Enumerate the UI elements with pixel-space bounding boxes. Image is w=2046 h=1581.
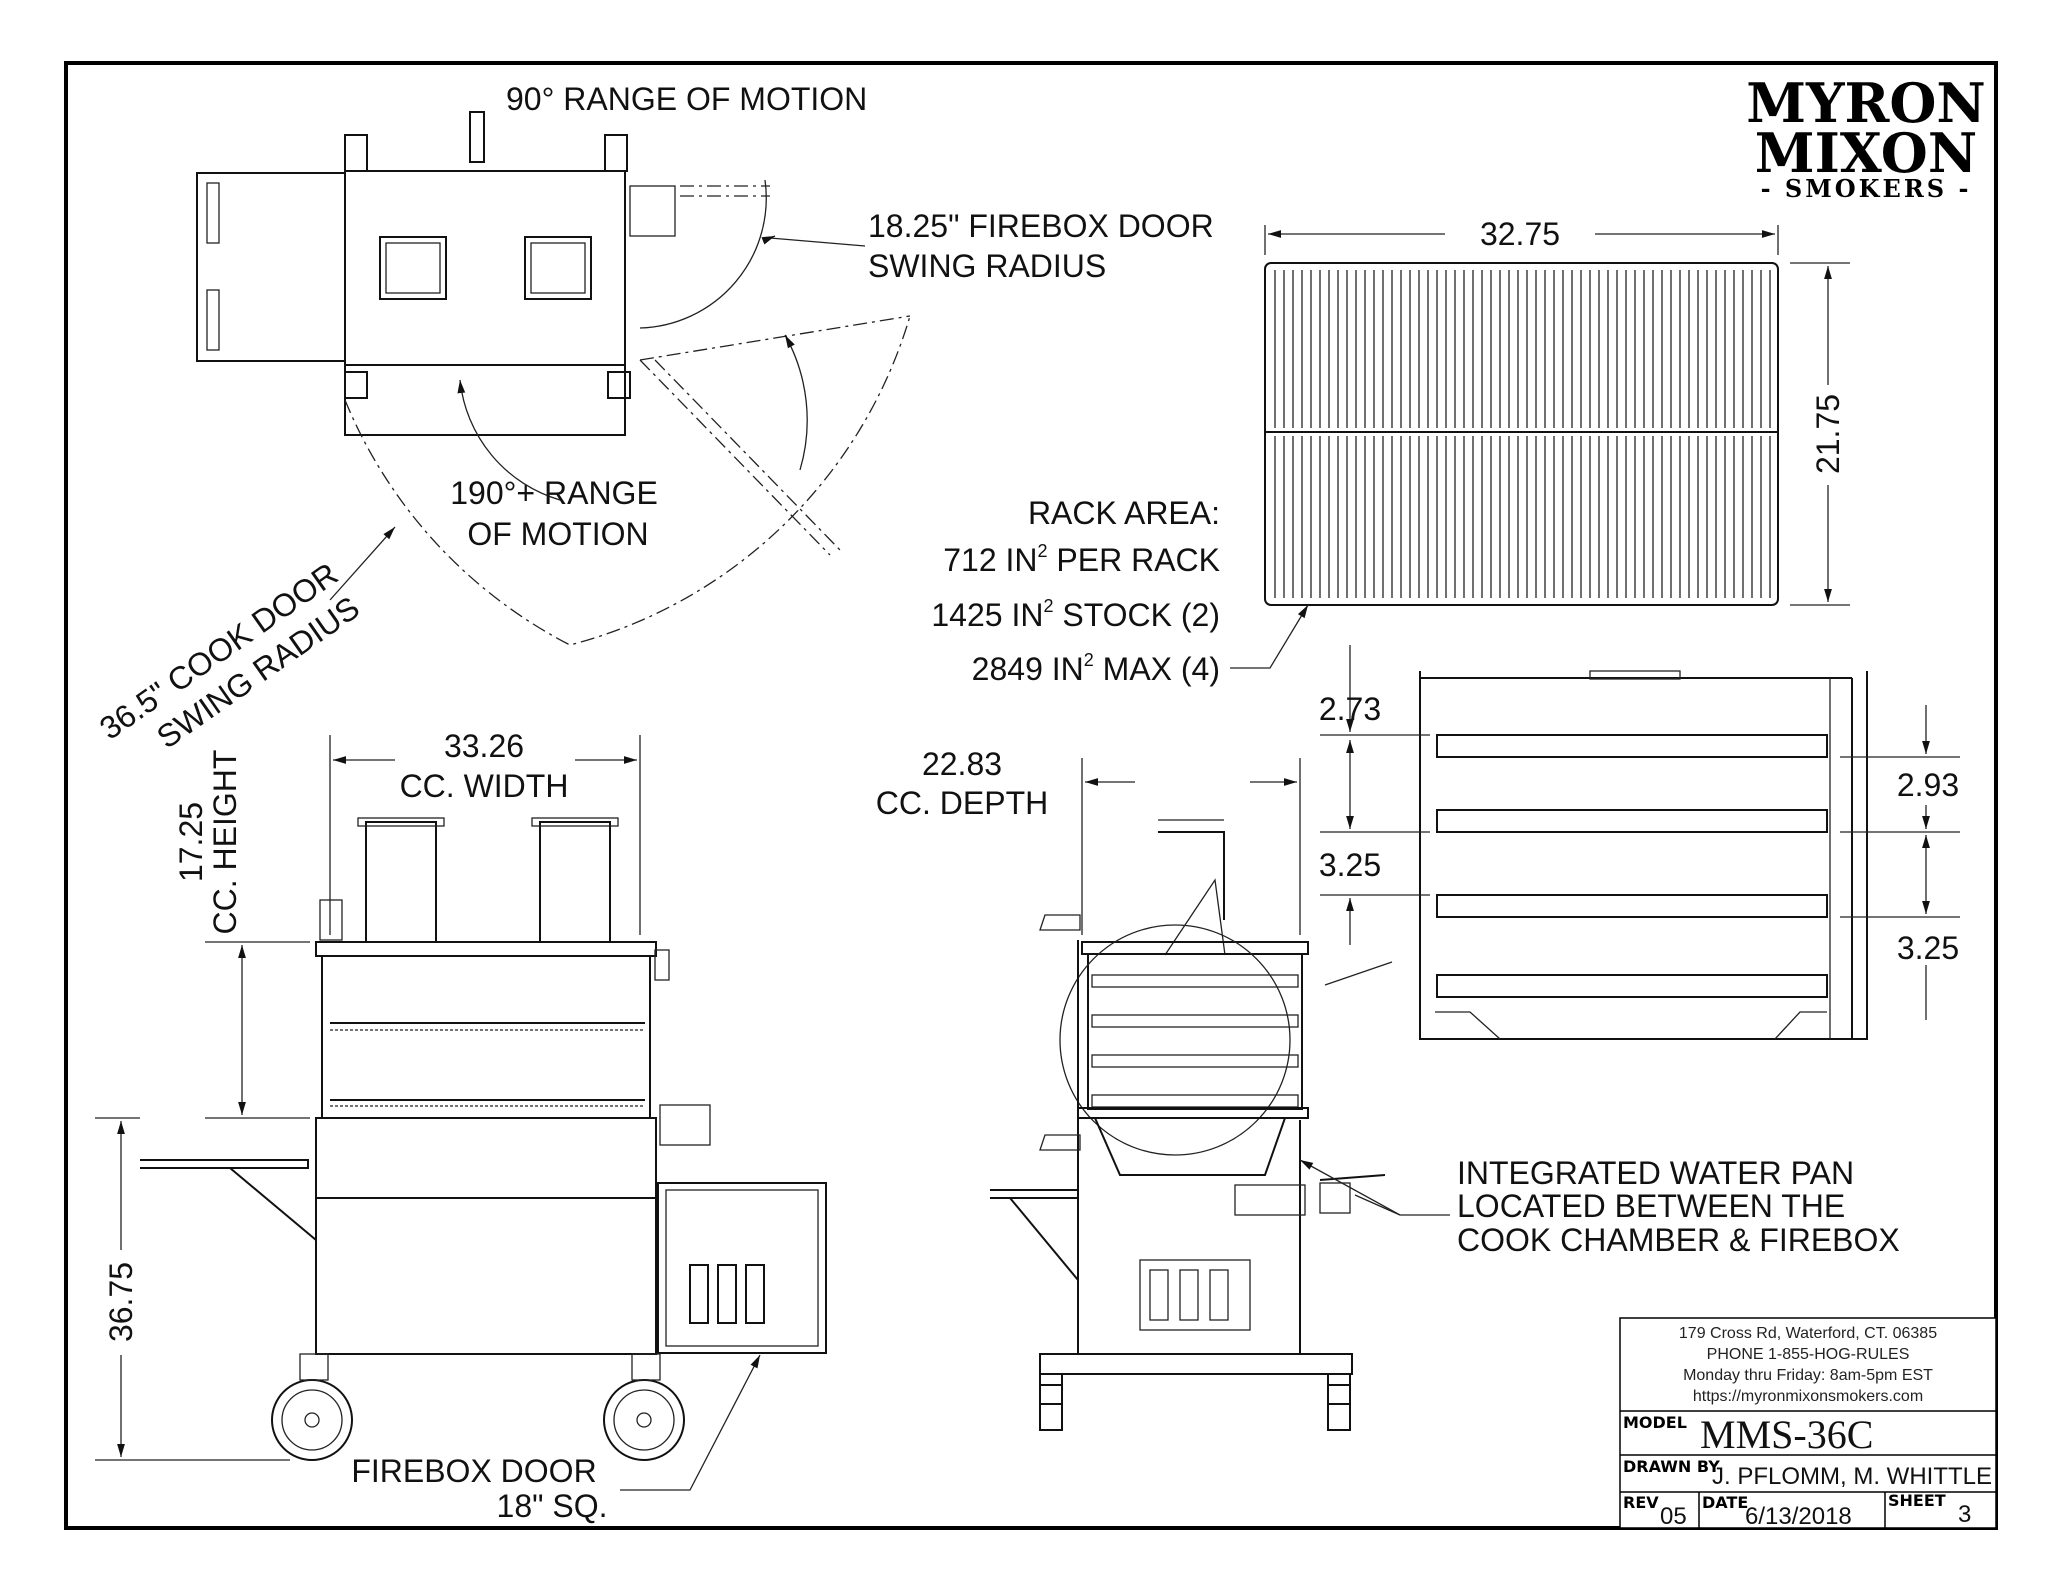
company-hours: Monday thru Friday: 8am-5pm EST <box>1683 1367 1933 1384</box>
rack-width-dimension: 32.75 <box>1480 216 1560 252</box>
firebox-door-label-2: 18" SQ. <box>497 1488 608 1524</box>
rack-spacing-left-2: 3.25 <box>1319 847 1381 883</box>
sheet-label: SHEET <box>1888 1491 1946 1510</box>
top-view-drawing <box>196 111 911 646</box>
rack-area-stock: 1425 IN2 STOCK (2) <box>931 596 1220 633</box>
rack-area-per-rack: 712 IN2 PER RACK <box>943 541 1220 578</box>
rack-spacing-detail <box>1320 645 1960 1040</box>
water-pan-label-3: COOK CHAMBER & FIREBOX <box>1457 1222 1900 1258</box>
cc-depth-label: CC. DEPTH <box>876 785 1048 821</box>
logo-line-2: MIXON <box>1755 121 1977 185</box>
cook-range-label-2: OF MOTION <box>467 516 648 552</box>
firebox-radius-label-2: SWING RADIUS <box>868 248 1106 284</box>
firebox-radius-label-1: 18.25" FIREBOX DOOR <box>868 208 1214 244</box>
rack-grid-drawing <box>1264 262 1779 606</box>
title-block: 179 Cross Rd, Waterford, CT. 06385 PHONE… <box>1619 1317 1997 1530</box>
rack-spacing-right-2: 3.25 <box>1897 930 1959 966</box>
drawn-by-label: DRAWN BY <box>1623 1457 1720 1476</box>
rack-depth-dimension: 21.75 <box>1810 394 1846 474</box>
rack-area-title: RACK AREA: <box>1028 495 1220 531</box>
logo-line-3: - SMOKERS - <box>1761 174 1972 203</box>
firebox-door-label-1: FIREBOX DOOR <box>351 1453 596 1489</box>
rev-value: 05 <box>1660 1503 1687 1530</box>
date-label: DATE <box>1702 1493 1748 1512</box>
cc-width-value: 33.26 <box>444 728 524 764</box>
company-website: https://myronmixonsmokers.com <box>1693 1388 1923 1405</box>
drawn-by-value: J. PFLOMM, M. WHITTLE <box>1712 1463 1992 1490</box>
model-label: MODEL <box>1623 1413 1687 1432</box>
logo-line-1: MYRON <box>1746 71 1986 135</box>
date-value: 6/13/2018 <box>1745 1503 1852 1530</box>
brand-logo: MYRON MIXON - SMOKERS - <box>1746 71 1986 203</box>
cc-width-label: CC. WIDTH <box>400 768 569 804</box>
model-value: MMS-36C <box>1700 1412 1873 1457</box>
cc-height-value: 17.25 <box>173 802 209 882</box>
rack-area-max: 2849 IN2 MAX (4) <box>972 650 1220 687</box>
cook-range-label-1: 190°+ RANGE <box>450 475 658 511</box>
front-view-drawing <box>95 735 827 1491</box>
rev-label: REV <box>1623 1493 1659 1512</box>
water-pan-label-1: INTEGRATED WATER PAN <box>1457 1155 1854 1191</box>
company-phone: PHONE 1-855-HOG-RULES <box>1707 1346 1910 1363</box>
overall-height-dimension: 36.75 <box>103 1262 139 1342</box>
firebox-range-label: 90° RANGE OF MOTION <box>506 81 867 117</box>
rack-spacing-right-1: 2.93 <box>1897 767 1959 803</box>
cc-height-label: CC. HEIGHT <box>207 750 243 935</box>
company-address: 179 Cross Rd, Waterford, CT. 06385 <box>1679 1325 1937 1342</box>
side-view-drawing <box>990 758 1450 1431</box>
cc-depth-value: 22.83 <box>922 746 1002 782</box>
sheet-value: 3 <box>1958 1501 1971 1528</box>
water-pan-label-2: LOCATED BETWEEN THE <box>1457 1188 1845 1224</box>
rack-spacing-left-1: 2.73 <box>1319 691 1381 727</box>
sheet-border <box>64 61 1998 1530</box>
